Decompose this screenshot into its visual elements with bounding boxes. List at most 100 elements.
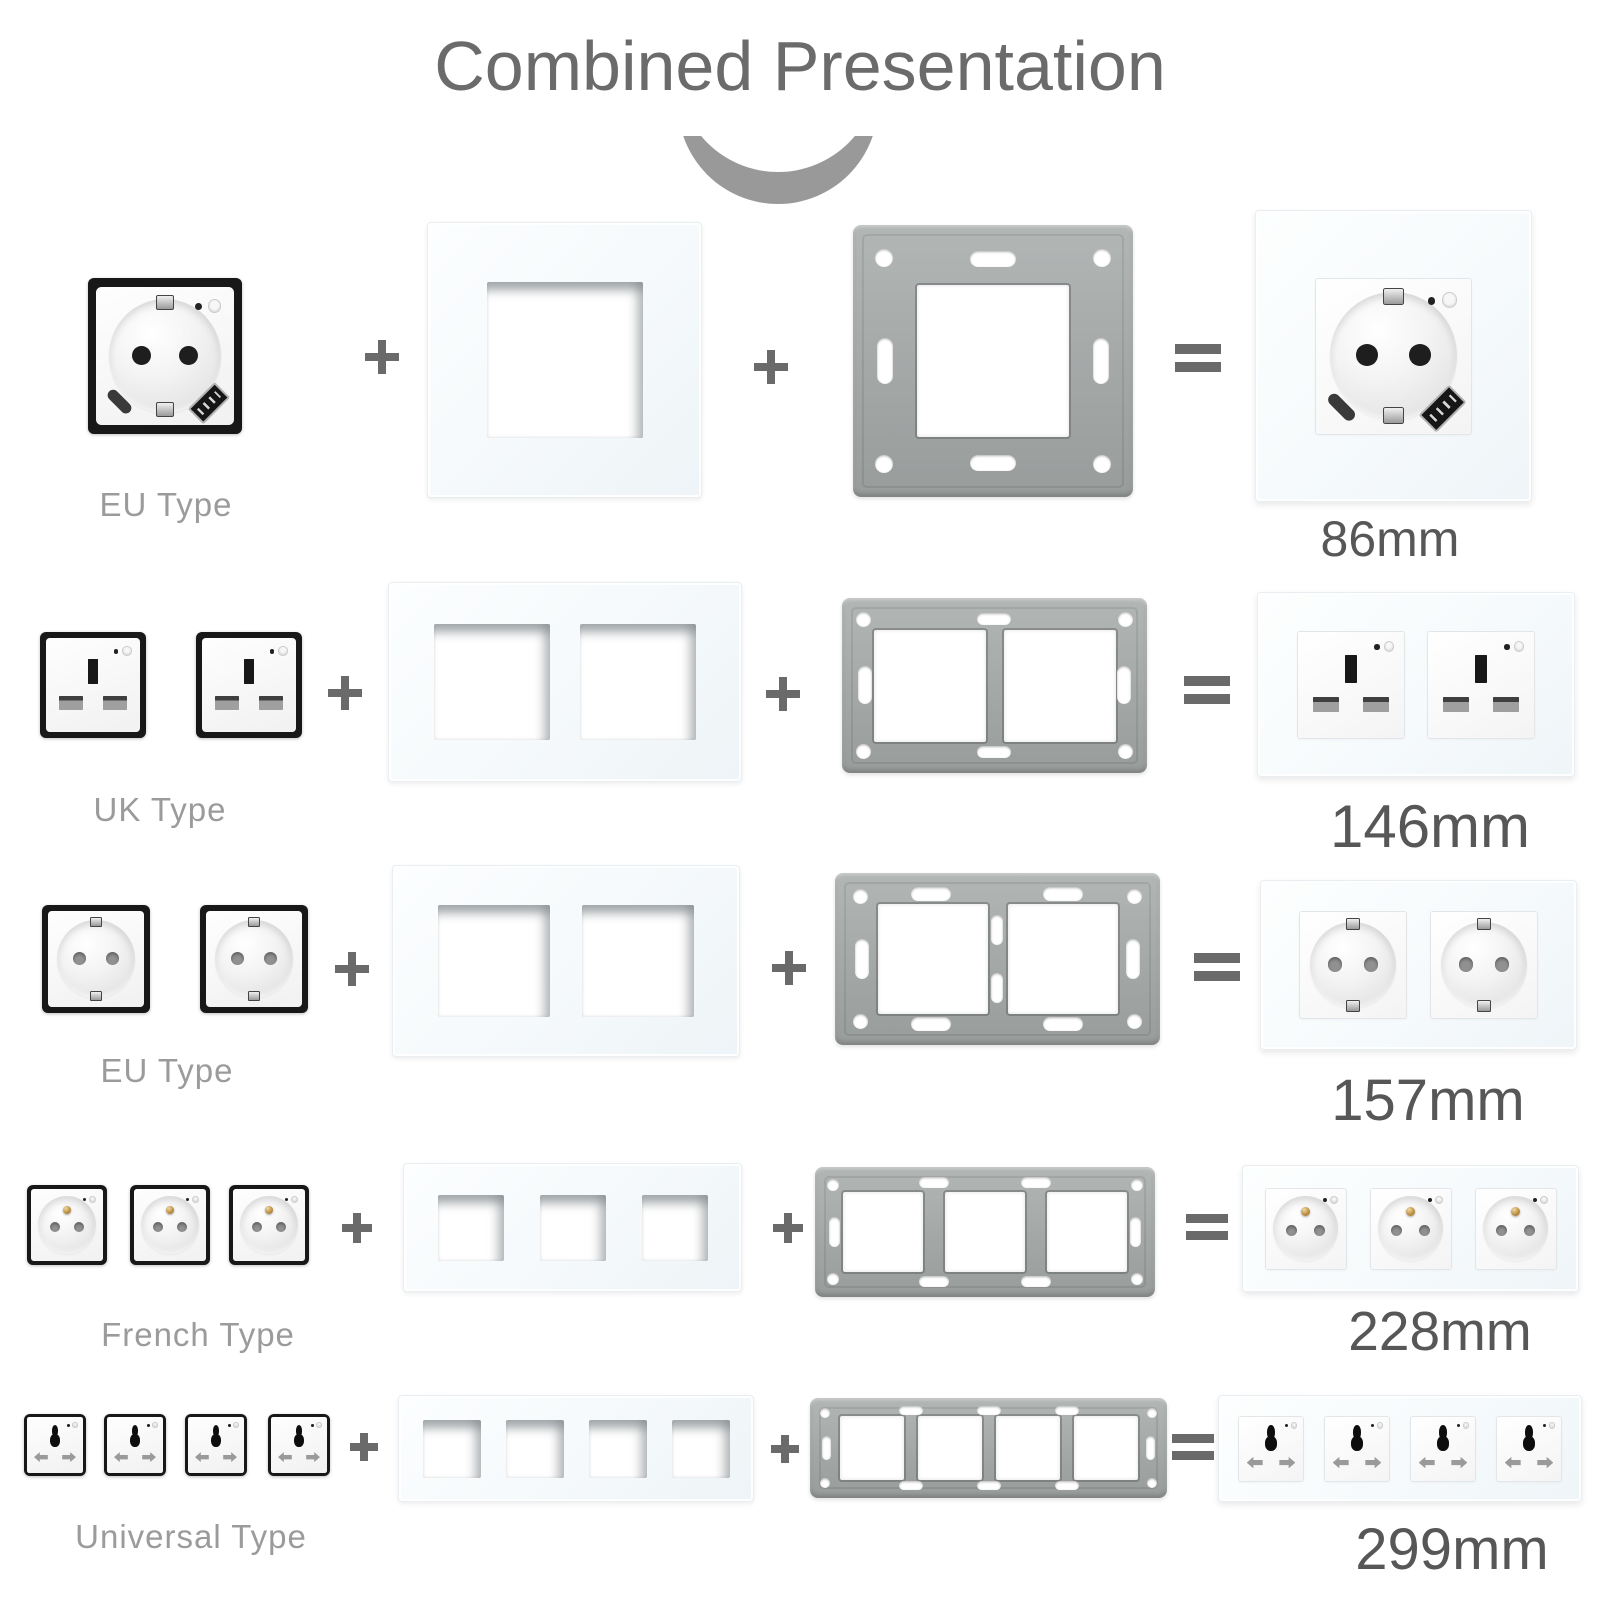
- led-indicator-icon: [67, 1424, 70, 1427]
- led-indicator-icon: [1504, 644, 1510, 650]
- universal-pin-slot-icon: [49, 1425, 61, 1448]
- socket-recess: [37, 1195, 97, 1255]
- screw-hole: [820, 1478, 830, 1488]
- led-indicator-icon: [1543, 1424, 1547, 1428]
- screw-hole: [853, 889, 868, 904]
- pin-hole-icon: [74, 1222, 85, 1233]
- led-indicator-icon: [185, 1197, 190, 1202]
- eu-socket-face: [1431, 912, 1537, 1018]
- eu-usb-socket-face: [1316, 278, 1471, 434]
- screw-hole: [853, 1014, 868, 1029]
- equals-icon: [1186, 1214, 1228, 1240]
- socket-module: [34, 626, 152, 744]
- led-indicator-icon: [113, 649, 119, 654]
- universal-socket-face: [1411, 1416, 1475, 1481]
- earth-clip-icon: [156, 401, 174, 418]
- universal-socket-face: [1325, 1416, 1389, 1481]
- mounting-slot: [1126, 939, 1140, 979]
- universal-pin-slot-icon: [1246, 1456, 1263, 1469]
- screw-hole: [856, 744, 871, 759]
- earth-pin-icon: [1300, 1206, 1311, 1217]
- led-indicator-icon: [1371, 1424, 1375, 1428]
- universal-socket-face: [188, 1417, 244, 1473]
- mounting-slot: [919, 1276, 949, 1287]
- pin-hole-icon: [276, 1222, 287, 1233]
- screw-hole: [820, 1408, 830, 1418]
- frame-cutout: [422, 1419, 481, 1478]
- universal-pin-slot-icon: [278, 1452, 292, 1463]
- french-socket-face: [1370, 1188, 1451, 1269]
- uk-pin-slot-icon: [259, 696, 283, 710]
- uk-pin-slot-icon: [1362, 697, 1390, 713]
- mounting-slot: [970, 251, 1016, 267]
- frame-opening: [917, 1416, 982, 1480]
- dimension-label: 299mm: [1355, 1517, 1549, 1582]
- touch-button-icon: [1540, 1195, 1549, 1204]
- uk-earth-slot-icon: [1475, 654, 1487, 684]
- frame-cutout: [582, 905, 694, 1017]
- universal-pin-slot-icon: [34, 1452, 48, 1463]
- screw-hole: [1118, 612, 1133, 627]
- touch-button-icon: [1290, 1422, 1298, 1429]
- screw-hole: [875, 249, 893, 267]
- led-indicator-icon: [1533, 1198, 1538, 1203]
- pin-hole-icon: [251, 1222, 262, 1233]
- universal-pin-slot-icon: [1451, 1456, 1468, 1469]
- touch-button-icon: [122, 646, 132, 656]
- frame-opening: [877, 904, 988, 1014]
- earth-clip-icon: [247, 990, 261, 1002]
- plus-icon: [771, 1435, 799, 1463]
- socket-type-label: French Type: [101, 1316, 295, 1353]
- uk-socket-face: [201, 637, 297, 733]
- pin-hole-icon: [177, 1222, 188, 1233]
- touch-button-icon: [316, 1422, 322, 1428]
- dimension-label: 146mm: [1329, 793, 1531, 860]
- touch-button-icon: [233, 1422, 239, 1428]
- mounting-slot: [877, 338, 893, 384]
- equals-icon: [1184, 676, 1230, 704]
- plus-icon: [342, 1213, 372, 1243]
- universal-pin-slot-icon: [1537, 1456, 1554, 1469]
- french-socket-face: [1265, 1188, 1346, 1269]
- socket-recess: [239, 1195, 299, 1255]
- dimension-label: 157mm: [1331, 1068, 1525, 1133]
- universal-pin-slot-icon: [142, 1452, 156, 1463]
- screw-hole: [827, 1179, 839, 1191]
- screw-hole: [1127, 889, 1142, 904]
- mounting-slot: [899, 1406, 923, 1415]
- assembled-socket-panel: [1255, 210, 1532, 502]
- pin-hole-icon: [1494, 957, 1510, 972]
- metal-mounting-frame: [810, 1398, 1167, 1498]
- socket-module: [20, 1410, 90, 1480]
- frame-cutout: [588, 1419, 647, 1478]
- mounting-slot: [858, 666, 872, 704]
- glass-frame-panel: [388, 582, 742, 782]
- eu-socket-face: [47, 910, 145, 1008]
- socket-recess: [214, 919, 294, 999]
- mounting-slot: [977, 746, 1011, 758]
- uk-pin-slot-icon: [1492, 697, 1520, 713]
- frame-cutout: [580, 624, 696, 740]
- mounting-slot: [899, 1481, 923, 1490]
- frame-cutout: [505, 1419, 564, 1478]
- metal-mounting-frame: [815, 1167, 1155, 1297]
- mounting-slot: [855, 939, 869, 979]
- universal-pin-slot-icon: [114, 1452, 128, 1463]
- frame-cutout: [437, 1194, 504, 1261]
- screw-hole: [1131, 1273, 1143, 1285]
- pin-hole-icon: [1286, 1225, 1298, 1237]
- mounting-slot: [919, 1177, 949, 1188]
- frame-opening: [995, 1416, 1060, 1480]
- universal-pin-slot-icon: [1522, 1425, 1536, 1451]
- mounting-slot: [911, 887, 951, 901]
- touch-button-icon: [291, 1195, 299, 1203]
- led-indicator-icon: [82, 1197, 87, 1202]
- screw-hole: [1147, 1478, 1157, 1488]
- metal-mounting-frame: [842, 598, 1147, 773]
- pin-hole-icon: [72, 951, 87, 966]
- uk-earth-slot-icon: [1345, 654, 1357, 684]
- plus-icon: [773, 1213, 803, 1243]
- french-socket-face: [134, 1189, 206, 1261]
- led-indicator-icon: [1374, 644, 1380, 650]
- socket-recess: [1482, 1195, 1549, 1262]
